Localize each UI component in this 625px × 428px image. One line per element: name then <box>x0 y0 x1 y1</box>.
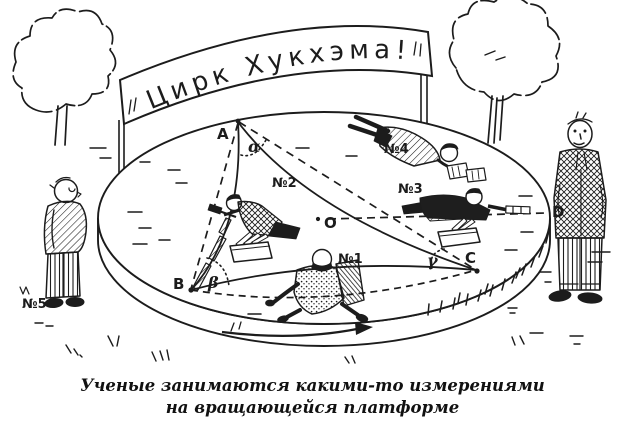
stake <box>218 217 232 236</box>
observer-5-glasses <box>68 187 82 198</box>
line-ac-dashed <box>238 121 477 271</box>
scientist-4-body <box>377 126 441 167</box>
point-c-label: C <box>465 249 476 267</box>
toolbox <box>437 217 481 248</box>
scientist-3-figure <box>401 188 531 248</box>
banner-crease-marks <box>128 41 422 115</box>
observer-5-figure <box>19 176 88 309</box>
platform <box>97 111 551 347</box>
grass-mark <box>19 286 30 295</box>
line-ac-curved <box>237 121 477 271</box>
scientist-4-figure <box>347 114 487 183</box>
line-bc-dashed <box>190 269 477 299</box>
hammer-icon <box>207 203 223 215</box>
observer-right-coat <box>553 148 607 239</box>
platform-surface-marks <box>127 147 534 315</box>
angle-beta-arc <box>206 257 230 287</box>
geometry-points <box>188 118 480 293</box>
tree-top-right <box>448 0 561 144</box>
angle-alpha-arc <box>240 139 267 157</box>
observer-right-shoe <box>577 292 603 304</box>
scientist-1-figure <box>265 248 369 323</box>
observer-right-face <box>573 133 585 146</box>
observer-5-jacket <box>43 200 88 255</box>
scientist-3-arm <box>487 204 509 212</box>
observer-right-figure <box>548 111 607 304</box>
observer-5-hair <box>49 176 71 189</box>
scientist-3-hair <box>465 188 483 195</box>
rotation-arrowhead <box>355 322 373 335</box>
scientist-4-hair <box>440 143 459 151</box>
center-o-label: O <box>324 214 337 232</box>
observer-5-label: №5 <box>22 297 47 312</box>
banner-text: Цирк Хукхэма! <box>142 35 412 116</box>
point-b-label: B <box>173 275 184 293</box>
caption-line-2: на вращающейся платформе <box>165 398 460 417</box>
tree-top-left <box>12 8 117 146</box>
rotation-arrow <box>221 321 373 338</box>
platform-rim-hatching <box>427 230 550 316</box>
caption-line-1: Ученые занимаются какими-то измерениями <box>80 376 545 395</box>
measuring-rod-segment <box>208 235 227 262</box>
scientist-2-figure <box>192 194 301 291</box>
banner: Цирк Хукхэма! <box>118 25 434 126</box>
observer-5-shoe <box>65 297 85 307</box>
platform-surface <box>97 111 551 325</box>
observer-right-shoe <box>548 290 572 302</box>
angle-gamma-label: γ <box>427 251 439 270</box>
angle-alpha-label: α <box>248 137 260 156</box>
ground-marks <box>34 50 611 364</box>
center-o-dot <box>315 216 321 222</box>
scientist-1-shoe <box>277 315 289 323</box>
scientist-2-legs <box>267 221 301 240</box>
figure-caption: Ученые занимаются какими-то измерениями … <box>0 375 625 419</box>
point-c-dot <box>474 268 480 274</box>
angle-beta-label: β <box>207 273 219 292</box>
scientist-1-hand <box>265 299 275 307</box>
scientist-2-label: №2 <box>272 176 297 191</box>
scientist-1-hair <box>311 262 333 272</box>
measuring-blocks <box>446 162 487 183</box>
scientist-3-label: №3 <box>398 182 423 197</box>
scientist-4-label: №4 <box>384 142 409 157</box>
scientist-1-leg <box>285 308 302 319</box>
observer-5-arm <box>51 209 55 249</box>
measuring-rod-segment <box>192 262 212 291</box>
geometry-labels: A B C D O α β γ №1 №2 №3 №4 №5 <box>22 125 564 312</box>
hammer-handle <box>218 209 237 219</box>
point-b-dot <box>188 287 194 293</box>
sighting-scope <box>505 205 531 215</box>
point-a-dot <box>235 118 241 124</box>
scientist-1-shoe <box>355 313 369 323</box>
scientist-2-hair <box>226 194 242 202</box>
scientist-1-leg <box>340 302 360 317</box>
scientist-1-label: №1 <box>338 252 363 267</box>
toolbox <box>229 231 273 263</box>
point-d-label: D <box>552 203 564 221</box>
observer-right-hair <box>567 111 593 125</box>
scientist-4-hip <box>373 127 393 148</box>
point-a-label: A <box>217 125 229 143</box>
observer-5-shoe <box>44 297 64 309</box>
